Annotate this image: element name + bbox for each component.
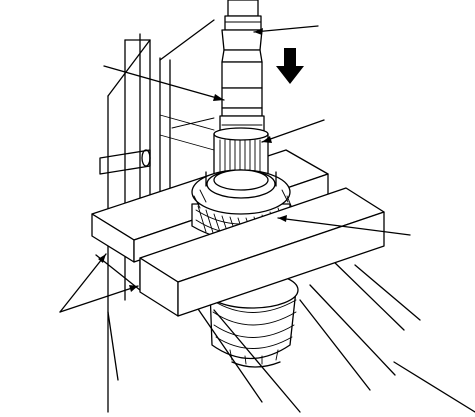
support-block-front (139, 187, 385, 317)
shaft (219, 0, 265, 135)
callout-support-blocks (59, 253, 139, 313)
spline-section (213, 127, 269, 181)
callout-shaft-end (253, 25, 319, 35)
callout-spline-section (261, 119, 325, 143)
press-rails (195, 257, 475, 413)
callout-helical-gear (277, 215, 411, 236)
press-arrow-icon (276, 48, 304, 84)
callout-shaft-collar (103, 65, 225, 101)
helical-gear (191, 169, 293, 243)
